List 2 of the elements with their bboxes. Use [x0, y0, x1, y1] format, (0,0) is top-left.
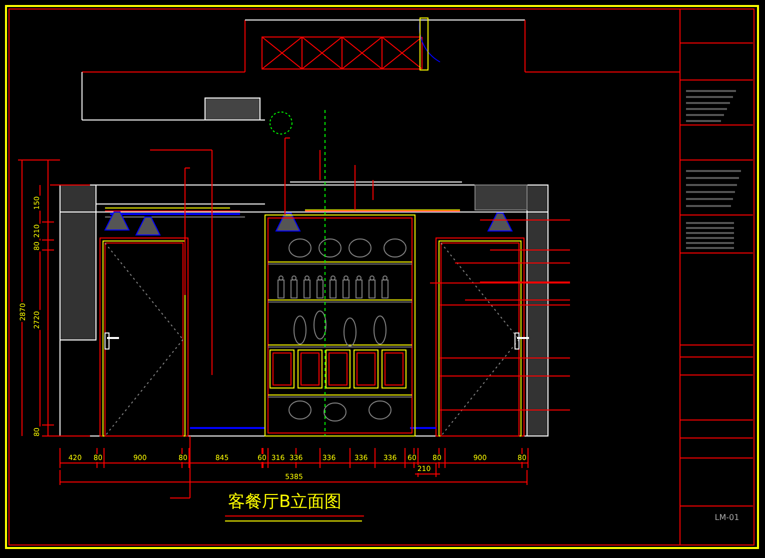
drawing-number: LM-01 [714, 514, 740, 522]
drawing-title: 客餐厅B立面图 [228, 492, 342, 512]
